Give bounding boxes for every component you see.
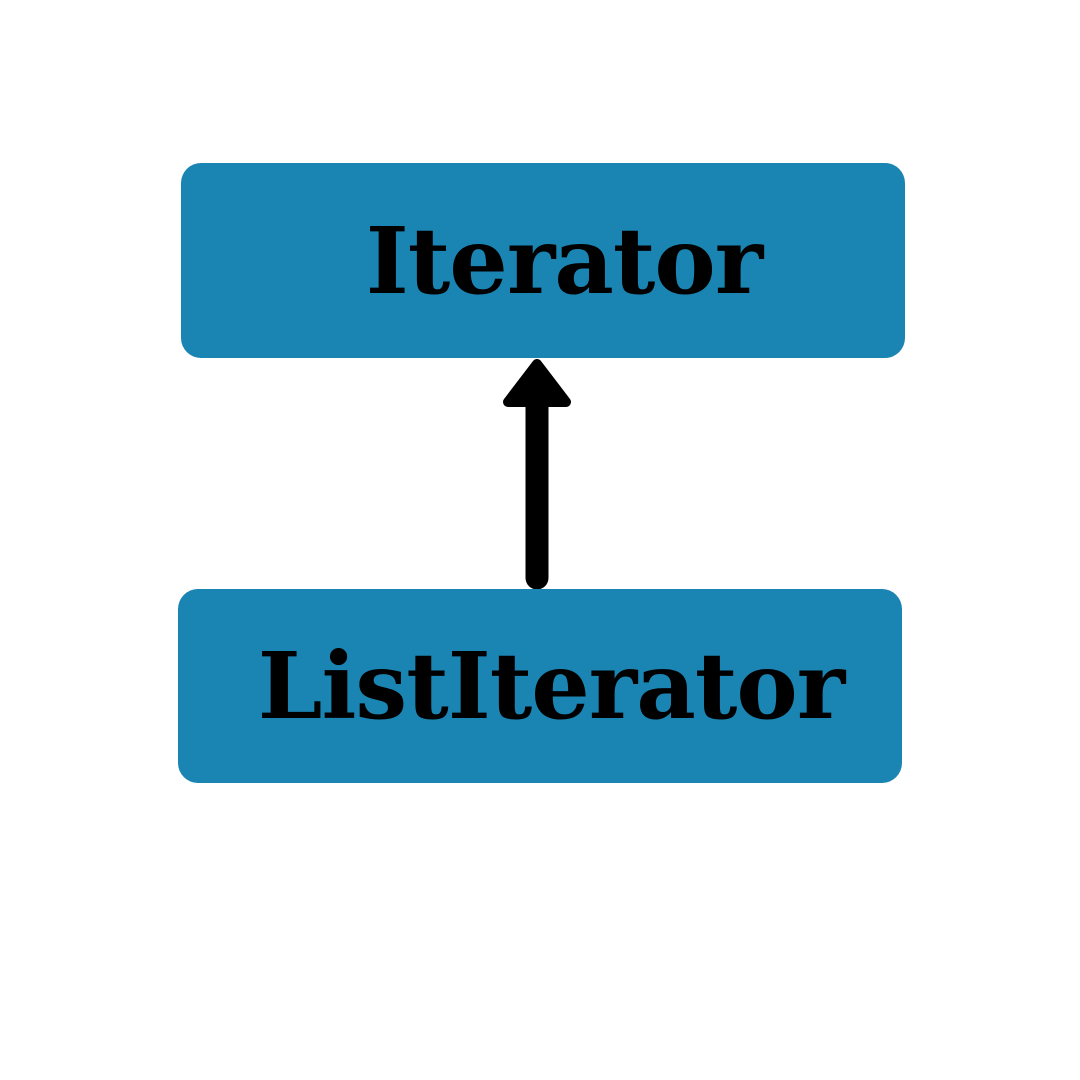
iterator-node-label: Iterator: [365, 206, 763, 315]
iterator-node: Iterator: [181, 163, 905, 358]
list-iterator-node-label: ListIterator: [257, 632, 845, 740]
list-iterator-node: ListIterator: [178, 589, 902, 783]
arrow-head-icon: [503, 359, 571, 407]
